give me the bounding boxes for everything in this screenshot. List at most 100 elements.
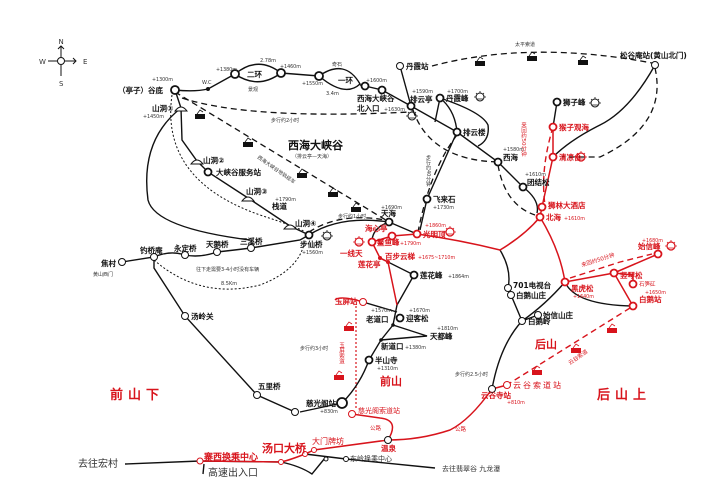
label-buxianqiao: 步仙桥 — [300, 239, 323, 249]
label-shuqinsong: 竖琴松 — [620, 270, 643, 280]
note: 来回约50分钟 — [520, 121, 527, 158]
note: 步行约1小时 — [338, 213, 366, 220]
label-diaoqiaoan: 钓桥庵 — [140, 245, 163, 255]
label-xindaokou: 新道口 — [381, 341, 404, 351]
compass-s: S — [59, 80, 64, 88]
elev: +1650m — [645, 290, 666, 296]
label-baibuyunti: 百步云梯 — [385, 251, 415, 261]
cable-car-icon — [296, 168, 308, 179]
stations — [118, 61, 678, 465]
label-xihai-canyon: 西海大峡谷 — [357, 93, 395, 103]
canyon-title: 西海大峡谷 — [288, 138, 344, 152]
region-front-low: 前山下 — [110, 387, 164, 403]
compass: N S W E — [39, 38, 87, 88]
label-cave4: 山洞④ — [295, 218, 316, 228]
label-baieshanzhuang: 白鹅山庄 — [516, 290, 546, 300]
compass-e: E — [83, 58, 87, 66]
label-cave3: 山洞③ — [246, 186, 267, 196]
label-damen: 大门牌坊 — [312, 436, 344, 446]
elev: +1670m — [409, 308, 430, 314]
elev: +1730m — [433, 205, 454, 211]
label-tanglingguan: 汤岭关 — [191, 311, 214, 321]
elev: +1380m — [405, 345, 426, 351]
elev: +1790m — [400, 241, 421, 247]
elev: +1570m — [371, 308, 392, 314]
label-wuliqiao: 五里桥 — [258, 381, 281, 391]
cave-icon — [174, 106, 188, 112]
label-banshansi: 半山寺 — [375, 355, 398, 365]
sunrise-icon — [664, 239, 678, 251]
label-yixiantian: 一线天 — [340, 248, 363, 258]
label-tiandufeng: 天都峰 — [430, 331, 453, 341]
cable-car-icon — [327, 187, 339, 198]
label-ciguangge-cable: 慈光阁索道站 — [358, 406, 400, 415]
cave-icon — [190, 159, 204, 165]
label-yungu-cable: 云谷索道站 — [513, 380, 563, 390]
region-back: 后山 — [535, 337, 557, 351]
label-to-feicuigu: 去往翡翠谷 九龙瀑 — [442, 464, 500, 473]
label-paiyunlou: 排云楼 — [463, 127, 486, 137]
sunrise-icon — [588, 96, 602, 108]
elev: +810m — [507, 400, 525, 406]
label-wenquan: 温泉 — [381, 443, 396, 453]
sunrise-icon — [320, 229, 334, 241]
elev: +1590m — [412, 89, 433, 95]
label-baieling: 白鹅岭 — [528, 316, 551, 326]
label-baiezhan: 白鹅站 — [639, 294, 662, 304]
place-labels: （亭子）谷底 +1300m W.C 二环 +1380m +1460m 2.78m… — [78, 41, 687, 479]
label-shizifeng: 狮子峰 — [562, 97, 586, 107]
note: 步行约2小时 — [271, 117, 299, 124]
label-jiaocun: 焦村 — [100, 258, 116, 268]
label-yihuan: 一环 — [338, 76, 353, 85]
compass-n: N — [59, 38, 64, 46]
label-tangkou-bridge: 汤口大桥 — [262, 441, 307, 455]
cable-car-icon — [343, 321, 355, 332]
elev: +1550m — [302, 81, 323, 87]
label-songguan: 松谷庵站(黄山北门) — [620, 50, 687, 60]
elev: +830m — [320, 409, 338, 415]
elev: +1630m — [384, 107, 405, 113]
compass-w: W — [39, 58, 46, 66]
elev: +1680m — [642, 238, 663, 244]
sunrise-icon — [405, 109, 419, 121]
elev: +1600m — [366, 78, 387, 84]
label-houziguanhai: 猴子观海 — [559, 122, 589, 132]
elev: +1450m — [143, 114, 164, 120]
elev: +1690m — [381, 205, 402, 211]
label-wc: W.C — [202, 80, 212, 86]
cable-car-icon — [531, 365, 543, 376]
note: 步行约40分钟 — [425, 155, 431, 188]
sunrise-icon — [473, 90, 487, 102]
distance: 2.78m — [260, 58, 276, 64]
cable-car-icon — [606, 323, 618, 334]
elev: +1790m — [275, 197, 296, 203]
elev: +1860m — [425, 223, 446, 229]
elev: +1610m — [525, 172, 546, 178]
label-canyon-service: 大峡谷服务站 — [216, 167, 261, 177]
label-lianhuafeng: 莲花峰 — [420, 270, 443, 280]
note: 步行约2.5小时 — [455, 371, 488, 378]
elev: +1700m — [447, 89, 468, 95]
label-zhandao: 栈道 — [272, 201, 287, 211]
cable-car-icon — [570, 343, 582, 354]
label-yingkesong: 迎客松 — [406, 313, 429, 323]
label-shisungang: 石笋矼 — [639, 280, 656, 288]
note: 公路 — [455, 425, 467, 433]
canyon-subtitle: （排云亭—天海） — [292, 153, 332, 160]
label-ciguangge: 慈光阁站 — [306, 398, 336, 408]
label-jingguan: 景观 — [248, 86, 258, 93]
label-tianeqiao: 天鹅桥 — [206, 239, 229, 249]
label-zhaixi: 寨西换乘中心 — [203, 451, 258, 463]
label-danxia-station: 丹霞站 — [406, 61, 429, 71]
note: 公路 — [370, 424, 382, 432]
region-front: 前山 — [380, 374, 402, 388]
label-cave1: 山洞① — [152, 103, 174, 113]
label-yungusi: 云谷寺站 — [481, 390, 511, 400]
label-taiping-cable: 太平索道 — [515, 41, 535, 48]
sunrise-icon — [352, 235, 366, 247]
label-to-hongcun: 去往宏村 — [78, 457, 118, 470]
label-heihusong: 黑虎松 — [571, 283, 594, 293]
label-sanxiqiao: 三溪桥 — [240, 236, 263, 246]
elev: +1300m — [152, 77, 173, 83]
label-aoyufeng: 鳌鱼峰 — [377, 237, 400, 247]
